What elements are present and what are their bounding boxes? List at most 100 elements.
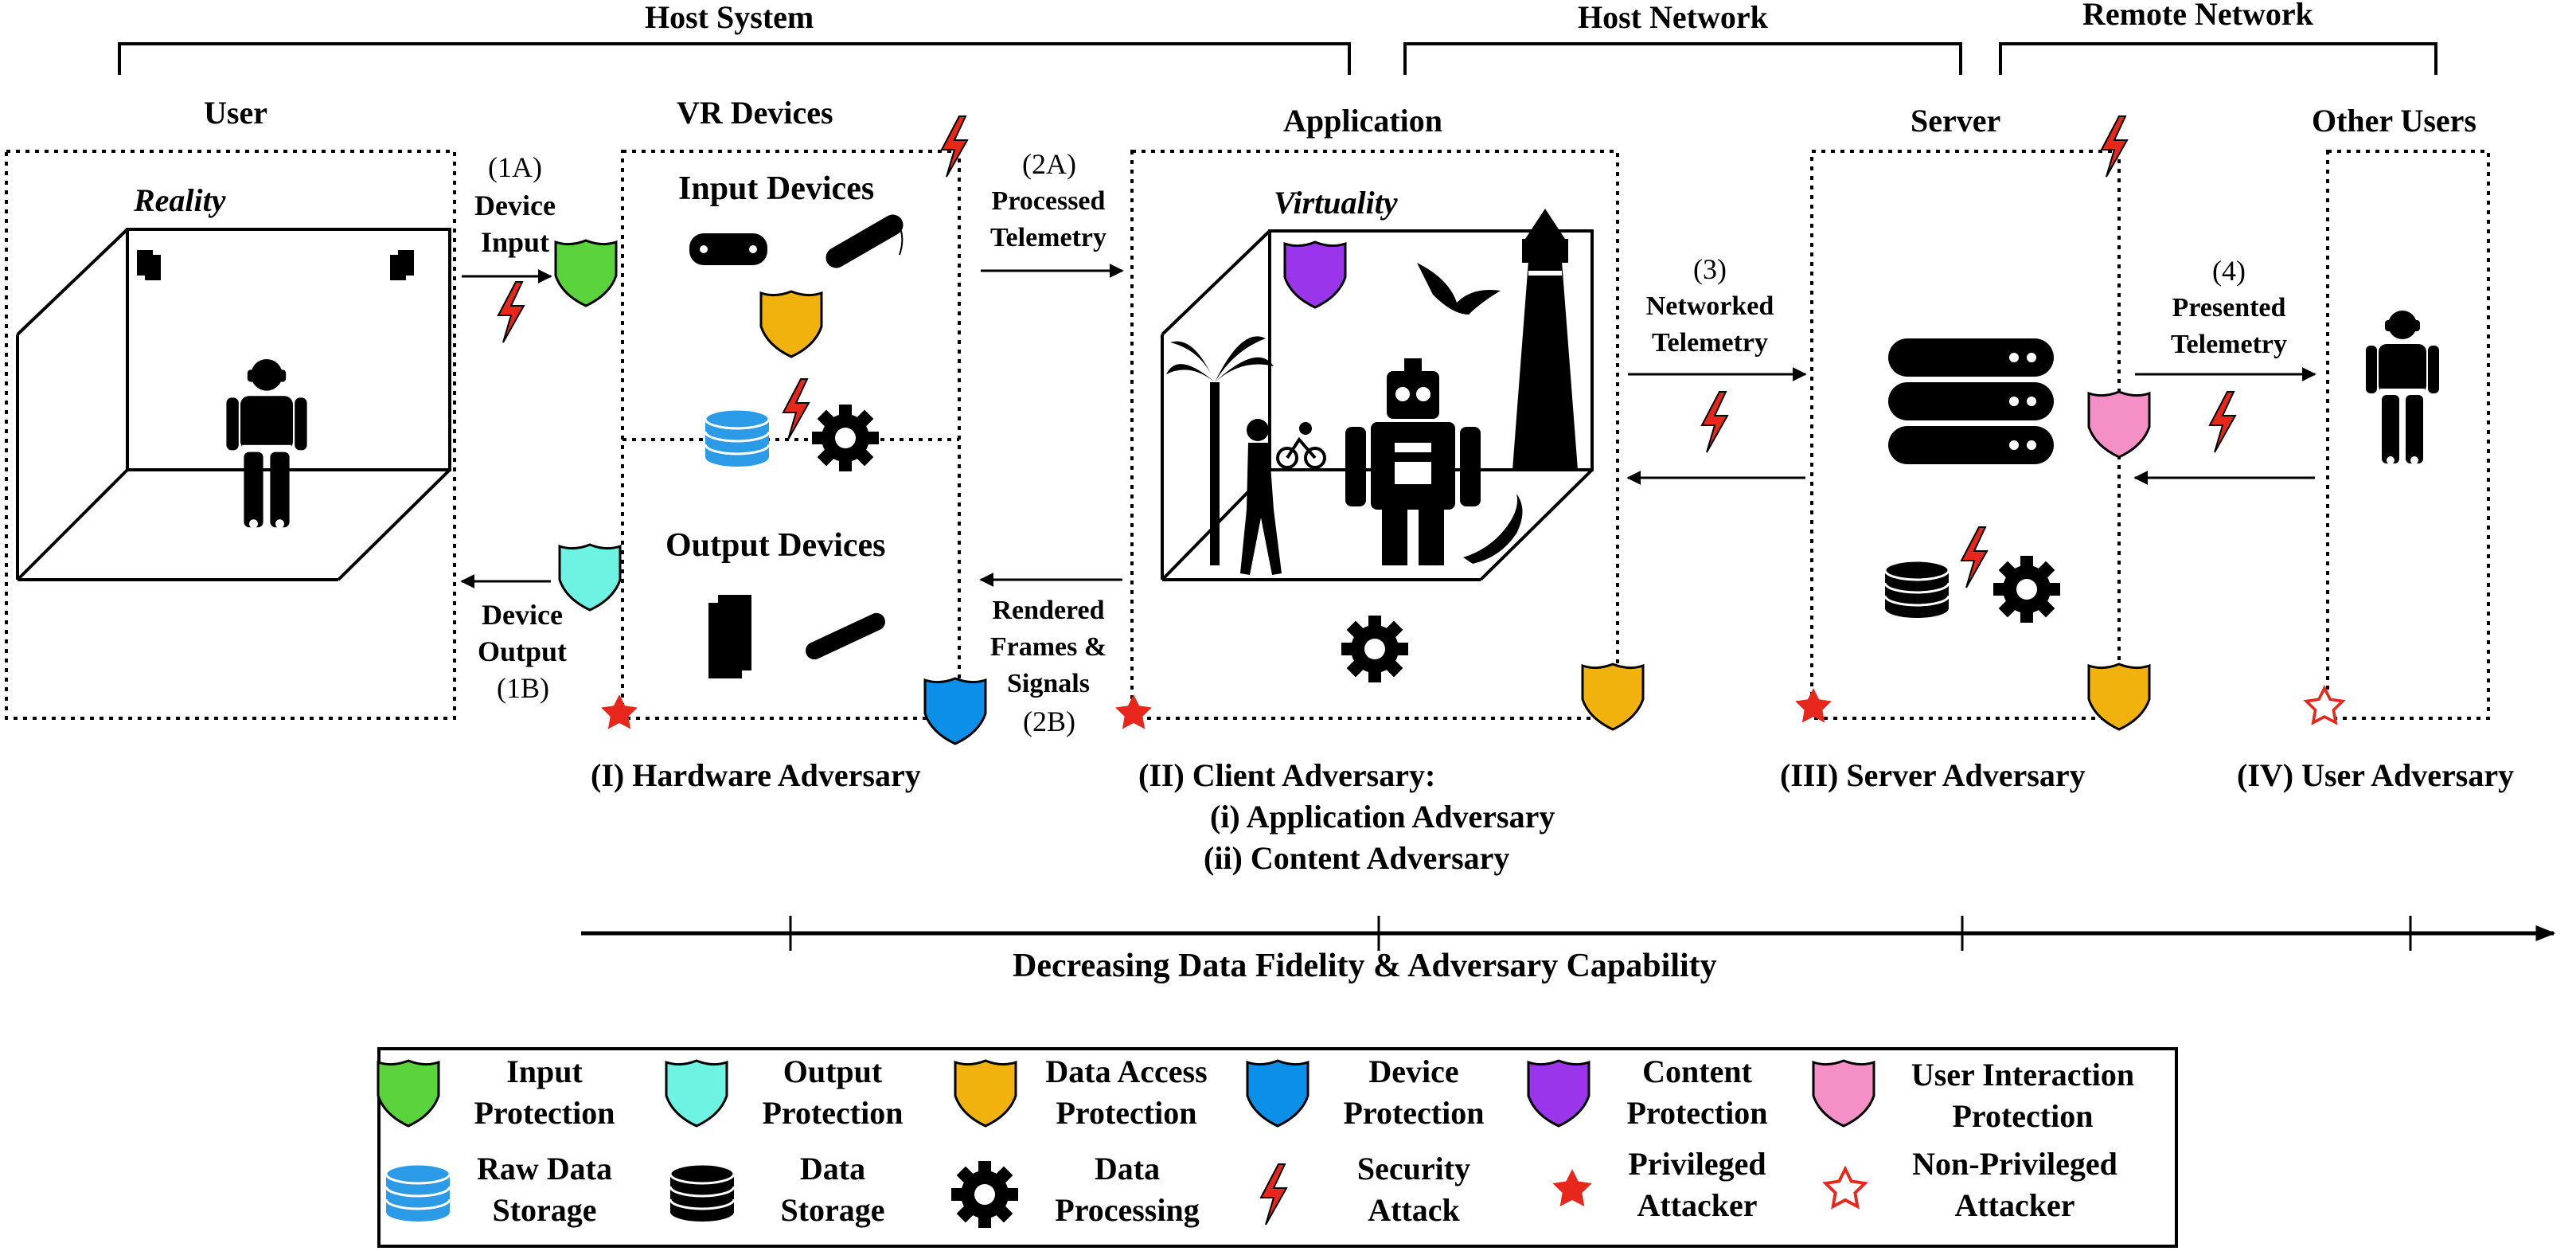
host-network-bracket [1403,42,1962,75]
legend-device-protection-line1: Device [1368,1054,1459,1089]
data-access-protection-shield-icon [1581,663,1645,731]
flow-3-line1: Networked [1645,291,1774,321]
legend-device-protection-icon [1246,1059,1309,1128]
legend-output-protection-line2: Protection [762,1095,904,1131]
legend-security-attack-icon [1260,1163,1287,1226]
flow-2b-line1: Rendered [992,596,1105,625]
server-adversary-label: (III) Server Adversary [1780,757,2086,793]
security-attack-icon [941,115,968,178]
content-protection-shield-icon [1283,240,1347,309]
legend-privileged-attacker-icon [1552,1169,1592,1207]
woman-walking-icon [1240,419,1282,575]
security-attack-icon [1961,526,1988,588]
flow-2b-id: (2B) [1023,706,1075,737]
data-processing-icon [812,405,879,471]
legend-box [377,1047,2178,1248]
flow-4-id: (4) [2212,255,2246,287]
controller-icon [825,214,904,268]
hardware-adversary-label: (I) Hardware Adversary [591,757,921,793]
legend-raw-data-line1: Raw Data [477,1151,612,1186]
flow-2b-line2: Frames & [989,632,1107,662]
reality-room [16,228,451,581]
legend-user-interaction-protection-icon [1812,1059,1875,1128]
other-users-box [2326,150,2490,720]
other-user-figure-icon [2366,311,2439,464]
legend-raw-data-storage-icon [384,1163,451,1223]
robot-icon [1345,358,1481,565]
remote-network-label: Remote Network [2082,0,2313,32]
raw-data-storage-icon [704,408,771,468]
legend-data-storage-line1: Data [799,1151,866,1186]
legend-raw-data-line2: Storage [492,1192,597,1228]
reality-label: Reality [134,182,226,218]
legend-input-protection-line2: Protection [474,1095,615,1131]
data-access-protection-shield-icon [759,290,823,358]
client-adversary-label: (II) Client Adversary: [1138,757,1436,793]
legend-data-storage-icon [669,1163,736,1223]
fidelity-axis [581,916,2556,951]
user-figure-icon [226,359,307,529]
security-attack-icon [498,281,525,343]
security-attack-icon [783,378,810,440]
legend-user-interaction-line1: User Interaction [1911,1057,2135,1093]
user-title: User [204,95,267,131]
legend-data-processing-icon [951,1161,1018,1228]
host-network-label: Host Network [1578,0,1768,35]
legend-data-processing-line1: Data [1094,1151,1161,1186]
cyclist-icon [1276,422,1326,469]
flow-1a-line1: Device [474,190,556,221]
security-attack-icon [2101,115,2128,178]
vr-devices-box [621,150,961,720]
application-title: Application [1283,103,1443,139]
lighthouse-icon [1512,209,1578,470]
vr-devices-title: VR Devices [677,95,833,131]
legend-data-access-protection-icon [954,1059,1017,1128]
legend-input-protection-line1: Input [506,1054,583,1089]
eagle-icon [1417,263,1501,315]
server-icon [1888,338,2054,464]
security-attack-icon [2209,391,2236,453]
flow-2a-id: (2A) [1022,148,1076,180]
flow-1b-line1: Device [482,599,563,631]
legend-non-privileged-line2: Attacker [1954,1187,2075,1223]
flow-1a-id: (1A) [488,151,542,183]
palm-tree-icon [1166,336,1274,565]
legend-output-protection-icon [665,1059,728,1128]
privileged-attacker-star-icon [601,694,638,729]
flow-4-line1: Presented [2172,293,2286,323]
legend-content-protection-icon [1527,1059,1590,1128]
data-processing-icon [1993,556,2060,623]
other-users-title: Other Users [2312,103,2476,139]
input-devices-title: Input Devices [678,170,875,207]
legend-security-attack-line2: Attack [1368,1192,1460,1228]
legend-data-storage-line2: Storage [780,1192,885,1228]
display-icon [708,595,751,678]
flow-1b-id: (1B) [497,672,549,704]
legend-security-attack-line1: Security [1356,1151,1471,1186]
data-storage-icon [1883,559,1950,620]
legend-output-protection-line1: Output [783,1054,883,1089]
data-processing-icon [1341,616,1408,682]
headset-icon [689,233,767,265]
privileged-attacker-star-icon [1115,694,1152,729]
flow-3-line2: Telemetry [1651,328,1768,358]
legend-non-privileged-line1: Non-Privileged [1912,1146,2117,1182]
flow-1a-line2: Input [480,226,550,258]
sensor-icon [137,250,414,280]
flow-3-id: (3) [1693,253,1727,285]
legend-data-access-line2: Protection [1056,1095,1197,1131]
remote-network-bracket [1999,42,2437,75]
legend-input-protection-icon [377,1059,440,1128]
legend-privileged-line2: Attacker [1637,1187,1758,1223]
data-access-protection-shield-icon [2087,663,2151,731]
axis-label: Decreasing Data Fidelity & Adversary Cap… [1013,948,1717,984]
flow-2b-line3: Signals [1007,669,1090,698]
haptic-controller-icon [806,612,885,660]
flow-2a-line2: Telemetry [989,223,1107,252]
security-attack-icon [1701,391,1728,453]
legend-data-processing-line2: Processing [1055,1192,1200,1228]
legend-non-privileged-attacker-icon [1824,1167,1867,1209]
host-system-label: Host System [645,0,814,35]
legend-privileged-line1: Privileged [1628,1146,1766,1182]
